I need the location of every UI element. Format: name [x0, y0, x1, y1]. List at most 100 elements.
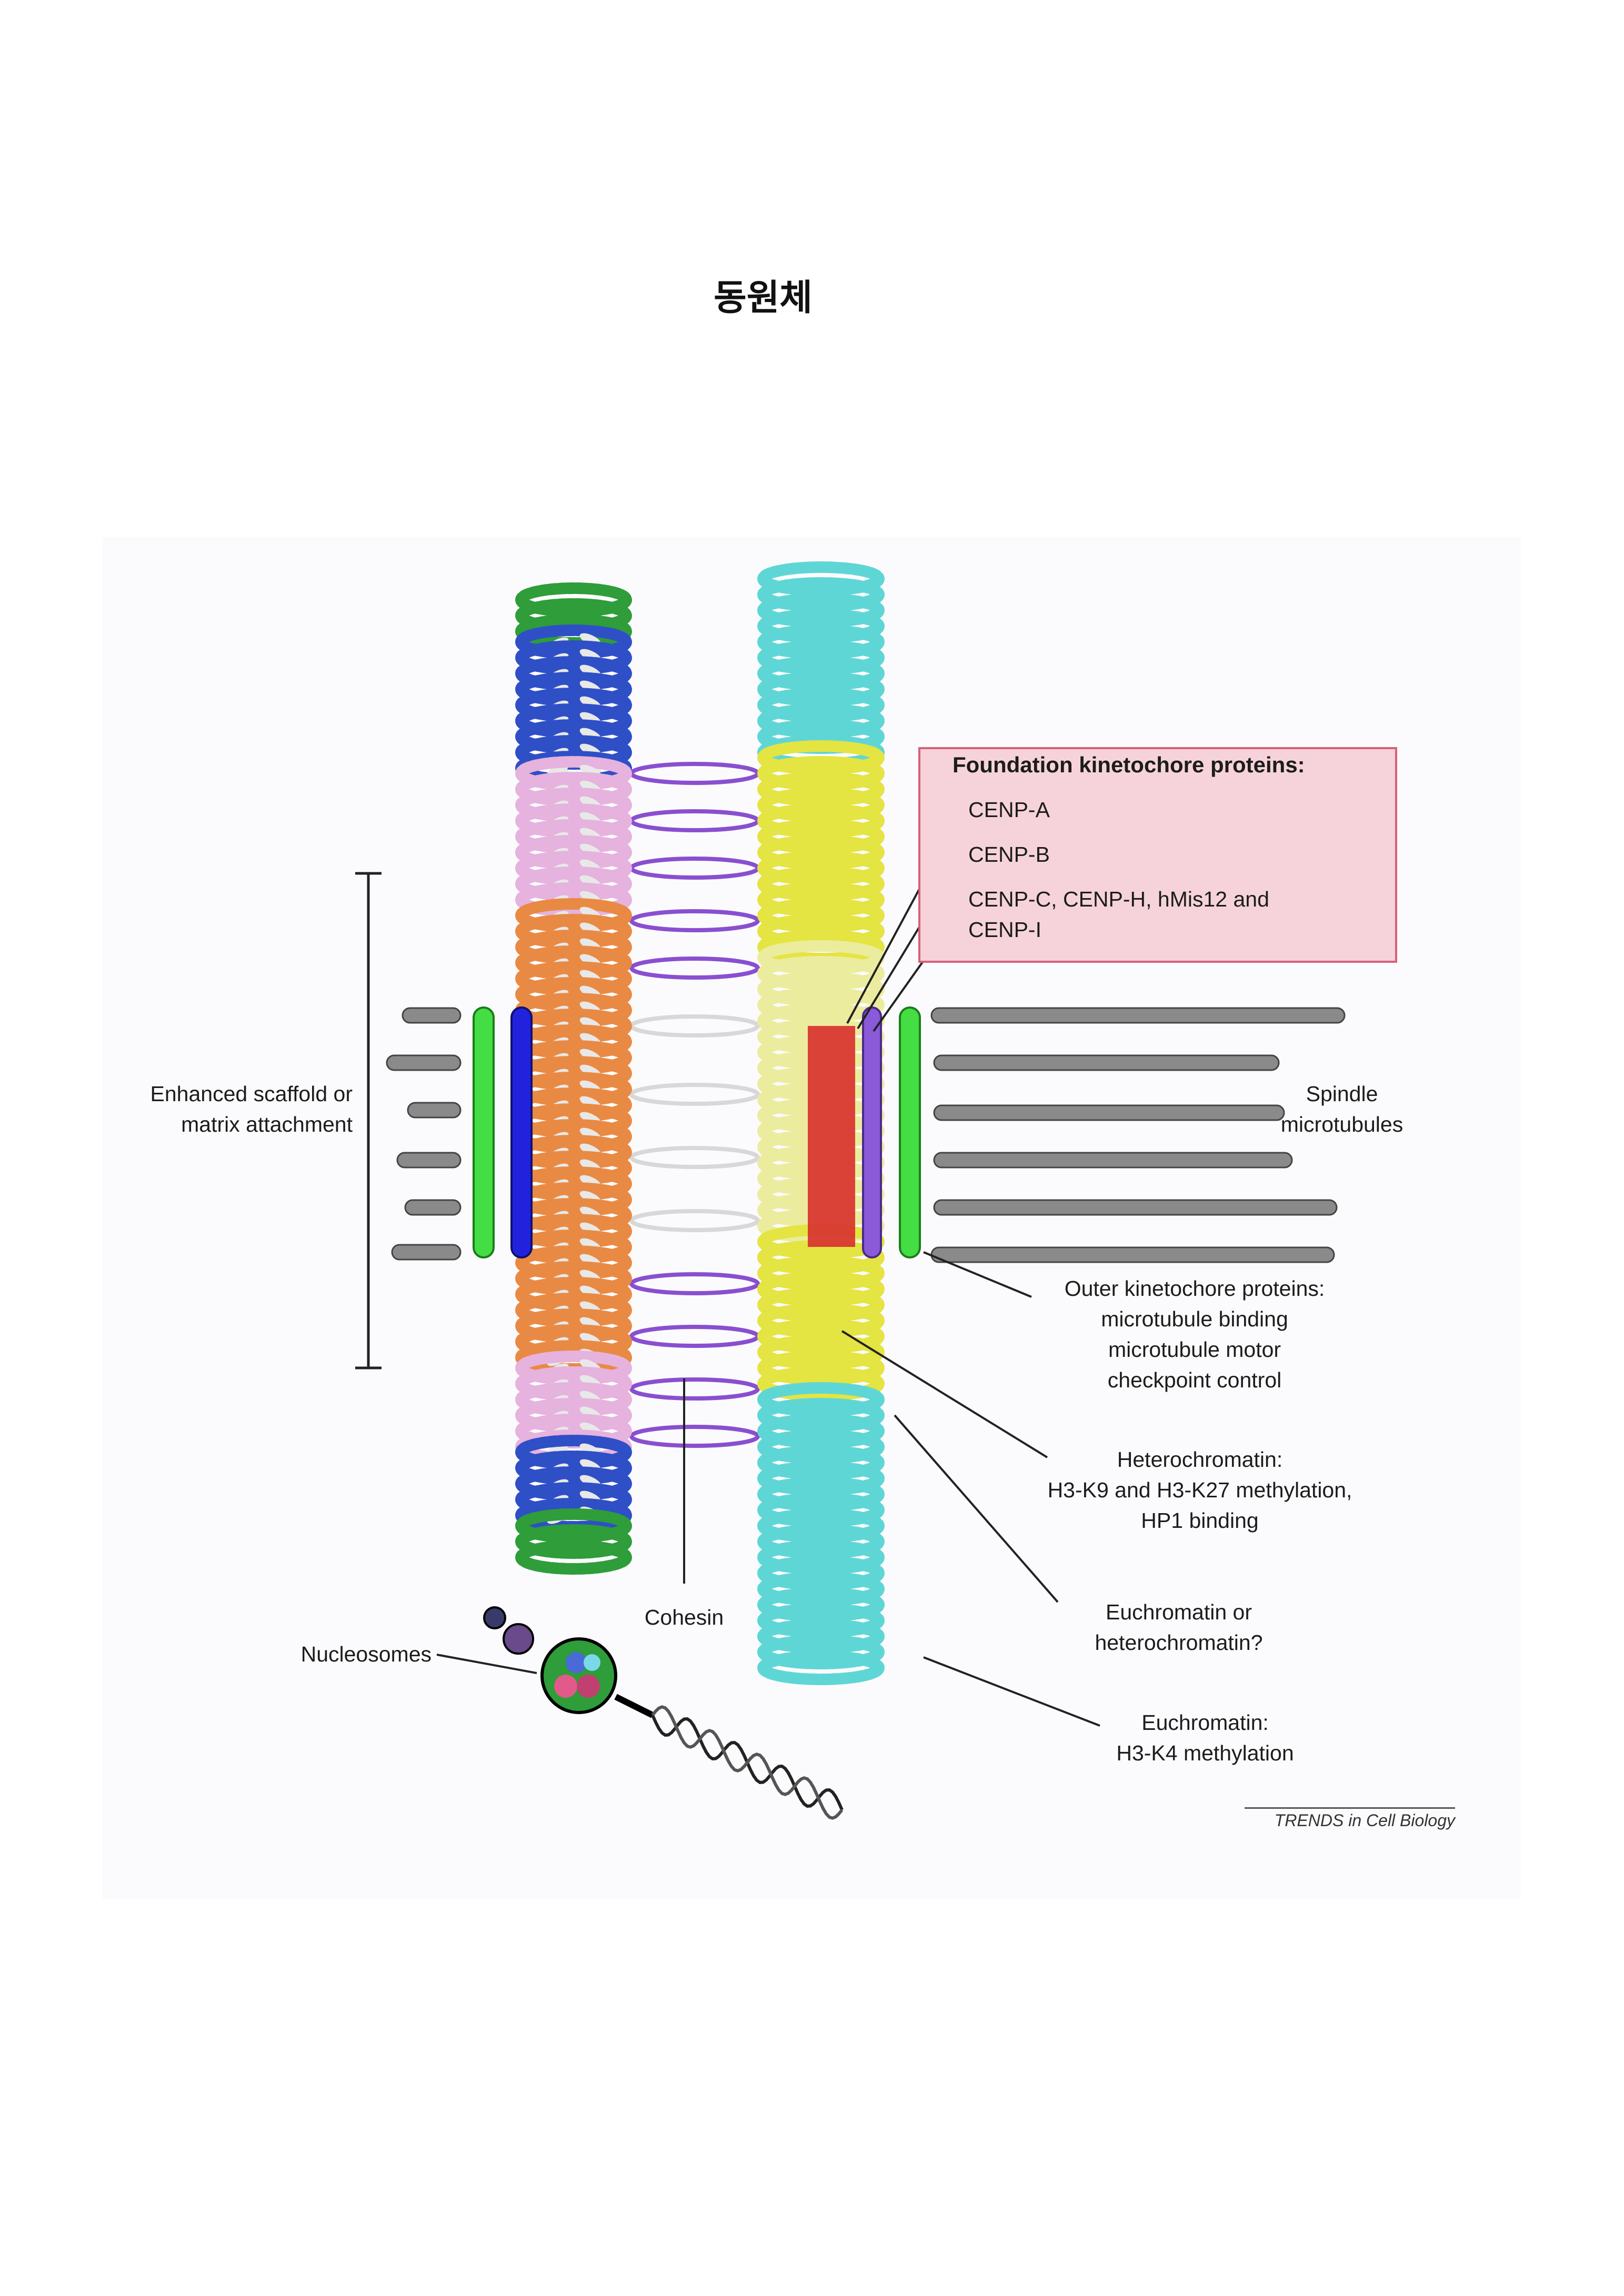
histone-pink-2 — [577, 1675, 600, 1698]
right-red-band — [808, 1026, 855, 1247]
chromatin-coil — [757, 640, 885, 675]
chromatin-coil — [515, 1351, 632, 1385]
nucleosomes-label: Nucleosomes — [300, 1642, 432, 1666]
cohesin-ring — [629, 857, 760, 880]
left-kinetochore-plates — [473, 1006, 533, 1258]
chromatin-coil — [757, 1366, 885, 1401]
right-outer-plate — [899, 1006, 921, 1258]
chromatin-coil — [757, 1303, 885, 1338]
nucleosome-chain — [483, 1606, 844, 1820]
chromatin-coil — [515, 1308, 632, 1343]
chromatin-coil — [515, 819, 632, 854]
chromatin-coil — [515, 1524, 632, 1559]
chromatin-coil — [757, 940, 885, 975]
euchromatin-or-heterochromatin-label: Euchromatin or heterochromatin? — [1095, 1600, 1263, 1655]
cohesin-ring — [629, 762, 760, 785]
chromatin-coil — [757, 1524, 885, 1559]
chromatin-coil — [515, 1261, 632, 1296]
chromatin-coil — [515, 656, 632, 691]
microtubule — [402, 1007, 462, 1024]
chromatin-coil — [515, 1508, 632, 1543]
chromatin-coil — [757, 819, 885, 854]
chromatin-coil — [515, 945, 632, 980]
chromatin-coil — [757, 788, 885, 822]
chromatin-coil — [757, 1619, 885, 1654]
chromatin-coil — [515, 1245, 632, 1280]
chromatin-coil — [515, 1451, 632, 1485]
left-chromatid — [515, 582, 632, 1575]
chromatin-coil — [757, 1540, 885, 1575]
cohesin-ring — [629, 1377, 760, 1401]
chromatin-coil — [757, 835, 885, 870]
heterochromatin-label: Heterochromatin: H3-K9 and H3-K27 methyl… — [1047, 1447, 1352, 1533]
histone-blue — [566, 1652, 587, 1673]
chromatin-coil — [515, 1540, 632, 1575]
chromatin-coil — [757, 1556, 885, 1590]
right-inner-plate — [862, 1006, 882, 1258]
chromatin-coil — [515, 882, 632, 917]
chromatin-coil — [515, 961, 632, 996]
microtubule — [933, 1054, 1280, 1071]
chromatin-coil — [515, 977, 632, 1012]
cohesin-ring — [629, 956, 760, 980]
chromatin-coil — [757, 1635, 885, 1669]
chromatin-coil — [757, 772, 885, 807]
scaffold-bracket — [355, 872, 382, 1369]
chromatin-coil — [757, 756, 885, 791]
microtubule — [933, 1199, 1338, 1216]
chromatin-coil — [515, 703, 632, 738]
chromatin-coil — [515, 640, 632, 675]
right-microtubules — [930, 1007, 1346, 1263]
chromatin-coil — [515, 719, 632, 754]
microtubule — [386, 1054, 462, 1071]
microtubule — [404, 1199, 462, 1216]
nucleosome-small-2 — [503, 1623, 534, 1655]
chromatin-coil — [757, 1335, 885, 1369]
chromatin-coil — [757, 577, 885, 612]
chromatin-coil — [515, 867, 632, 901]
chromatin-coil — [757, 561, 885, 596]
chromatin-coil — [757, 1493, 885, 1527]
nucleosome-small-1 — [483, 1606, 506, 1629]
chromatin-coil — [515, 1398, 632, 1433]
dna-double-helix-2 — [651, 1705, 844, 1820]
chromatin-coil — [757, 1382, 885, 1417]
left-microtubules — [386, 1007, 462, 1261]
chromatin-coil — [757, 1477, 885, 1512]
chromatin-coil — [515, 914, 632, 949]
chromatin-coil — [757, 1414, 885, 1448]
chromatin-coil — [757, 656, 885, 691]
chromatin-coil — [515, 582, 632, 617]
chromatin-coil — [515, 1366, 632, 1401]
chromatin-coil — [515, 1277, 632, 1312]
histone-cyan — [584, 1654, 600, 1671]
microtubule — [933, 1104, 1285, 1121]
credit-trends: TRENDS in Cell Biology — [1245, 1807, 1455, 1830]
chromatin-coil — [515, 835, 632, 870]
chromatin-coil — [515, 898, 632, 933]
microtubule — [930, 1246, 1335, 1263]
chromatin-coil — [757, 882, 885, 917]
cohesin-ring — [629, 909, 760, 932]
chromatin-coil — [757, 1650, 885, 1685]
chromatin-coil — [757, 688, 885, 722]
euchromatin-label: Euchromatin: H3-K4 methylation — [1116, 1710, 1294, 1765]
chromatin-coil — [757, 609, 885, 643]
linker-dna — [614, 1694, 654, 1718]
chromatin-coil — [757, 972, 885, 1006]
spindle-microtubules-label: Spindle microtubules — [1280, 1082, 1404, 1136]
chromatin-coil — [757, 803, 885, 838]
foundation-title: Foundation kinetochore proteins: — [953, 752, 1305, 777]
chromatin-coil — [757, 1272, 885, 1306]
chromatin-coil — [515, 788, 632, 822]
chromatin-coil — [515, 930, 632, 964]
chromatin-coil — [757, 956, 885, 991]
chromatin-coil — [757, 1603, 885, 1638]
chromatin-coil — [757, 898, 885, 933]
cohesin-label: Cohesin — [644, 1605, 724, 1629]
chromatin-coil — [757, 703, 885, 738]
histone-pink — [554, 1675, 577, 1698]
chromatin-coil — [757, 625, 885, 659]
chromatin-coil — [757, 1461, 885, 1496]
